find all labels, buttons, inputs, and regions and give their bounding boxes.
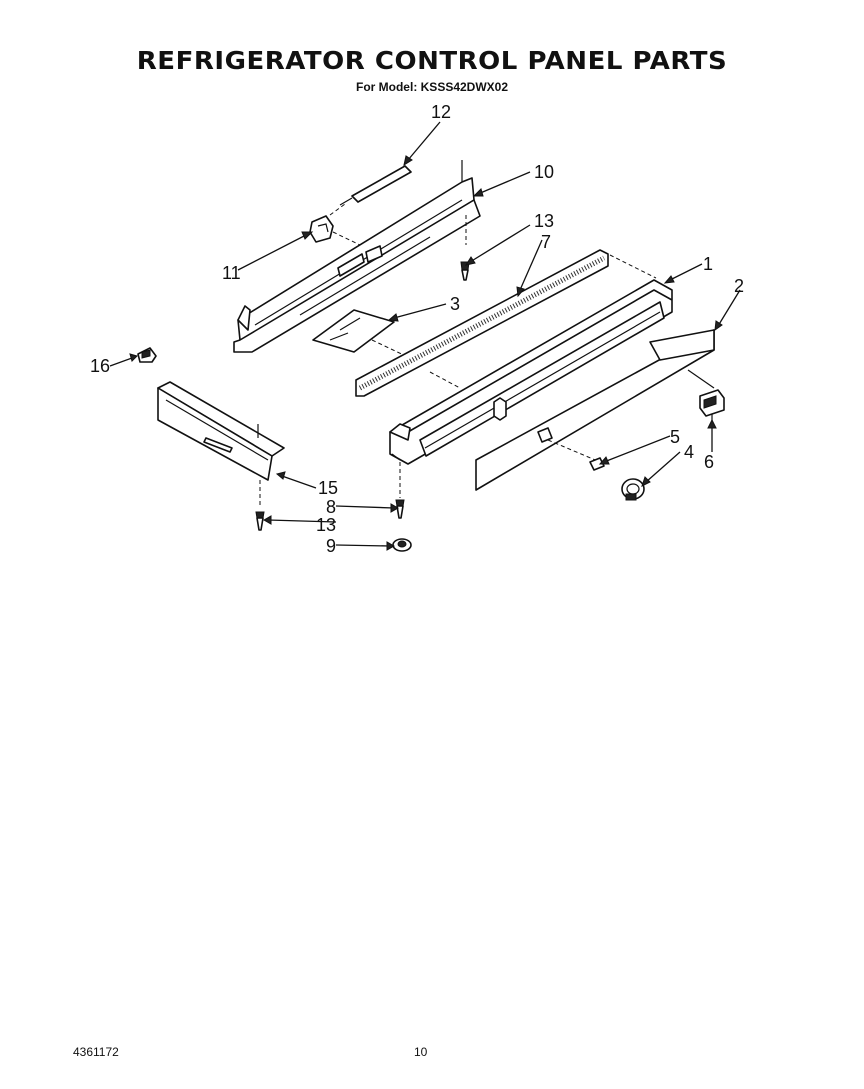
part-6-switch: [699, 389, 725, 422]
callout-15: 15: [318, 478, 338, 498]
part-12-sensor: [329, 165, 412, 216]
callout-3: 3: [450, 294, 460, 314]
callout-7: 7: [541, 232, 551, 252]
page-number: 10: [414, 1045, 428, 1059]
callout-11: 11: [222, 263, 241, 283]
callout-6: 6: [704, 452, 714, 472]
callout-13-lower: 13: [316, 515, 336, 535]
callout-13-upper: 13: [534, 211, 554, 231]
part-5-clip: [589, 457, 605, 471]
document-number: 4361172: [73, 1045, 119, 1059]
callout-16: 16: [90, 356, 110, 376]
part-16-clip: [137, 347, 157, 363]
part-9-foot: [392, 538, 412, 552]
callout-1: 1: [703, 254, 713, 274]
callout-5: 5: [670, 427, 680, 447]
part-4-knob: [621, 478, 645, 501]
callout-10: 10: [534, 162, 554, 182]
part-11-clip: [309, 215, 361, 246]
page-title: REFRIGERATOR CONTROL PANEL PARTS: [136, 46, 728, 75]
part-7-gasket-strip: [355, 249, 657, 397]
leader-lines: [109, 121, 741, 551]
callout-12: 12: [431, 102, 451, 122]
part-10-control-bracket: [233, 160, 481, 353]
callout-2: 2: [734, 276, 744, 296]
part-13-screw-upper: [460, 261, 470, 281]
callout-9: 9: [326, 536, 336, 556]
part-2-trim-cover: [475, 329, 715, 491]
callout-4: 4: [684, 442, 694, 462]
part-8-screw: [395, 499, 405, 519]
part-15-lower-bracket: [157, 381, 285, 508]
part-13-screw-lower: [255, 511, 265, 531]
part-1-control-panel: [389, 279, 673, 498]
callout-8: 8: [326, 497, 336, 517]
model-subtitle: For Model: KSSS42DWX02: [355, 80, 509, 94]
